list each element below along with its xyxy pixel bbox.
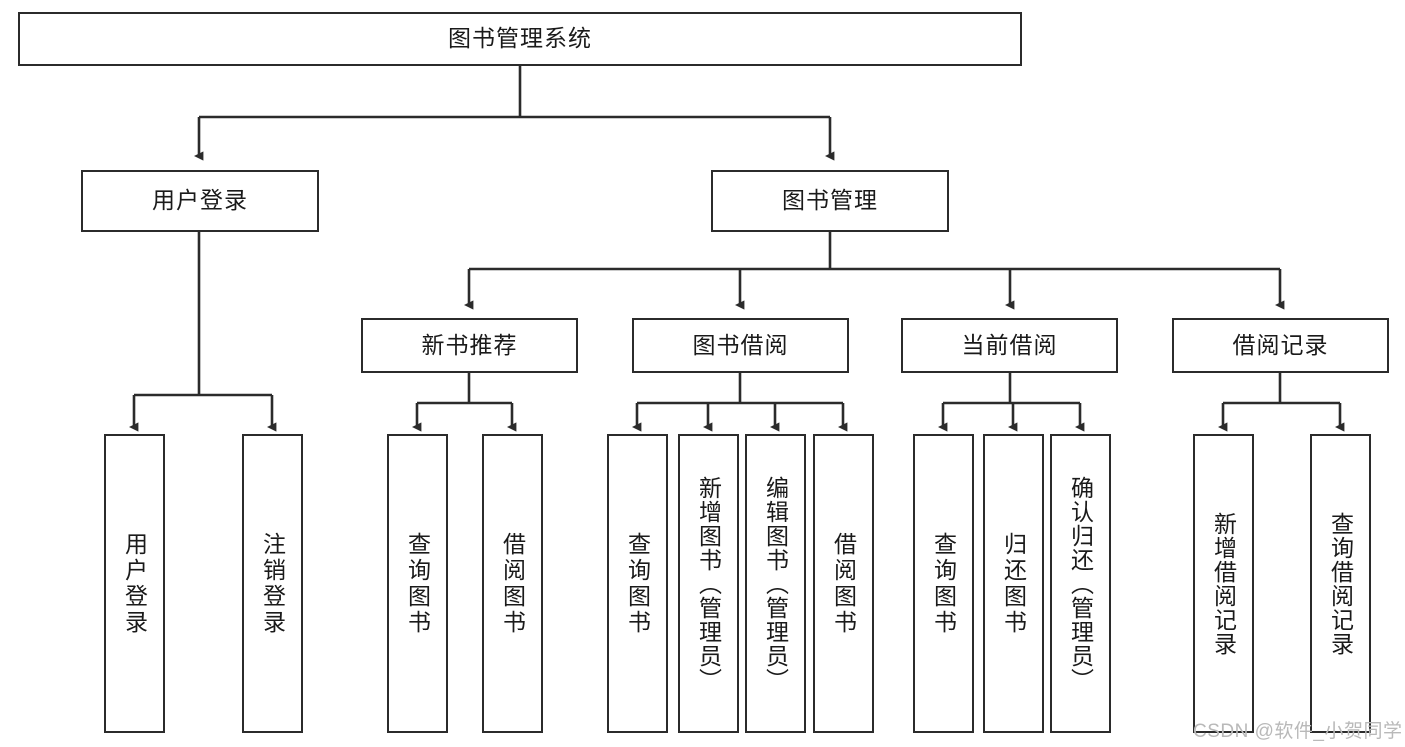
leaf-records-query-record[interactable]: 查询借阅记录 (1310, 434, 1371, 733)
node-label: 新书推荐 (421, 331, 518, 358)
node-label: 编辑图书（管理员） (762, 475, 789, 692)
leaf-user-login[interactable]: 用户登录 (104, 434, 165, 733)
leaf-borrow-add-book-admin[interactable]: 新增图书（管理员） (678, 434, 739, 733)
leaf-borrow-edit-book-admin[interactable]: 编辑图书（管理员） (745, 434, 806, 733)
node-current-borrow[interactable]: 当前借阅 (901, 318, 1118, 373)
leaf-current-confirm-return-admin[interactable]: 确认归还（管理员） (1050, 434, 1111, 733)
node-label: 借阅记录 (1232, 331, 1329, 358)
node-label: 图书管理系统 (448, 25, 592, 52)
node-book-borrow[interactable]: 图书借阅 (632, 318, 849, 373)
node-label: 借阅图书 (830, 531, 857, 636)
node-label: 当前借阅 (961, 331, 1058, 358)
node-borrow-records[interactable]: 借阅记录 (1172, 318, 1389, 373)
node-book-management[interactable]: 图书管理 (711, 170, 949, 232)
leaf-recommend-query-book[interactable]: 查询图书 (387, 434, 448, 733)
node-root-system[interactable]: 图书管理系统 (18, 12, 1022, 66)
leaf-records-add-record[interactable]: 新增借阅记录 (1193, 434, 1254, 733)
node-new-book-recommend[interactable]: 新书推荐 (361, 318, 578, 373)
node-user-login[interactable]: 用户登录 (81, 170, 319, 232)
node-label: 新增借阅记录 (1210, 511, 1237, 656)
leaf-borrow-borrow-book[interactable]: 借阅图书 (813, 434, 874, 733)
leaf-recommend-borrow-book[interactable]: 借阅图书 (482, 434, 543, 733)
leaf-user-logout[interactable]: 注销登录 (242, 434, 303, 733)
node-label: 查询图书 (930, 531, 957, 636)
node-label: 归还图书 (1000, 531, 1027, 636)
node-label: 查询借阅记录 (1327, 511, 1354, 656)
node-label: 注销登录 (259, 531, 286, 636)
leaf-borrow-query-book[interactable]: 查询图书 (607, 434, 668, 733)
node-label: 确认归还（管理员） (1067, 475, 1094, 692)
node-label: 新增图书（管理员） (695, 475, 722, 692)
leaf-current-return-book[interactable]: 归还图书 (983, 434, 1044, 733)
leaf-current-query-book[interactable]: 查询图书 (913, 434, 974, 733)
node-label: 图书借阅 (692, 331, 789, 358)
node-label: 查询图书 (624, 531, 651, 636)
node-label: 查询图书 (404, 531, 431, 636)
node-label: 用户登录 (121, 531, 148, 636)
node-label: 借阅图书 (499, 531, 526, 636)
node-label: 图书管理 (782, 187, 878, 214)
node-label: 用户登录 (152, 187, 248, 214)
